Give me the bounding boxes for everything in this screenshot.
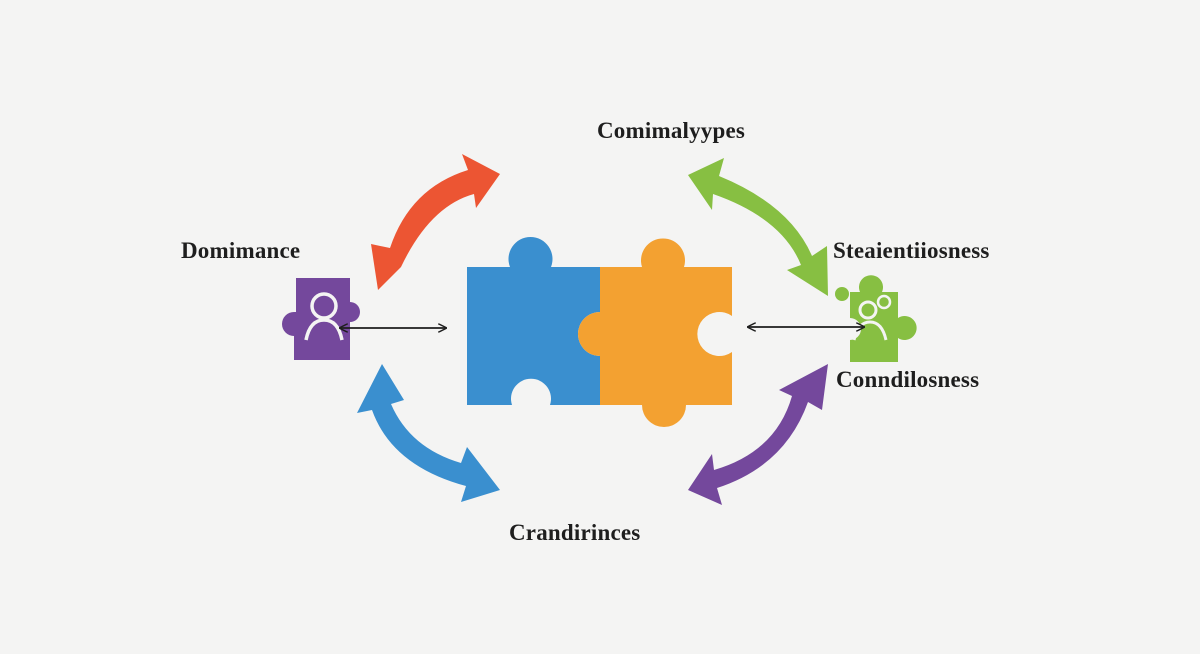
red-cycle-arrow [371, 154, 500, 290]
blue-puzzle-piece [467, 237, 600, 405]
green-cycle-arrow [688, 158, 828, 296]
puzzle-person-icon [282, 278, 360, 360]
label-bottom: Crandirinces [509, 520, 641, 545]
label-left: Domimance [181, 238, 301, 263]
label-right-upper: Steaientiiosness [833, 238, 990, 263]
puzzle-people-icon [835, 275, 917, 362]
label-top: Comimalyypes [597, 118, 746, 143]
center-puzzle [467, 237, 732, 427]
purple-cycle-arrow [688, 364, 828, 505]
blue-cycle-arrow [357, 364, 500, 502]
orange-puzzle-piece [577, 238, 732, 427]
label-right-lower: Conndilosness [836, 367, 980, 392]
